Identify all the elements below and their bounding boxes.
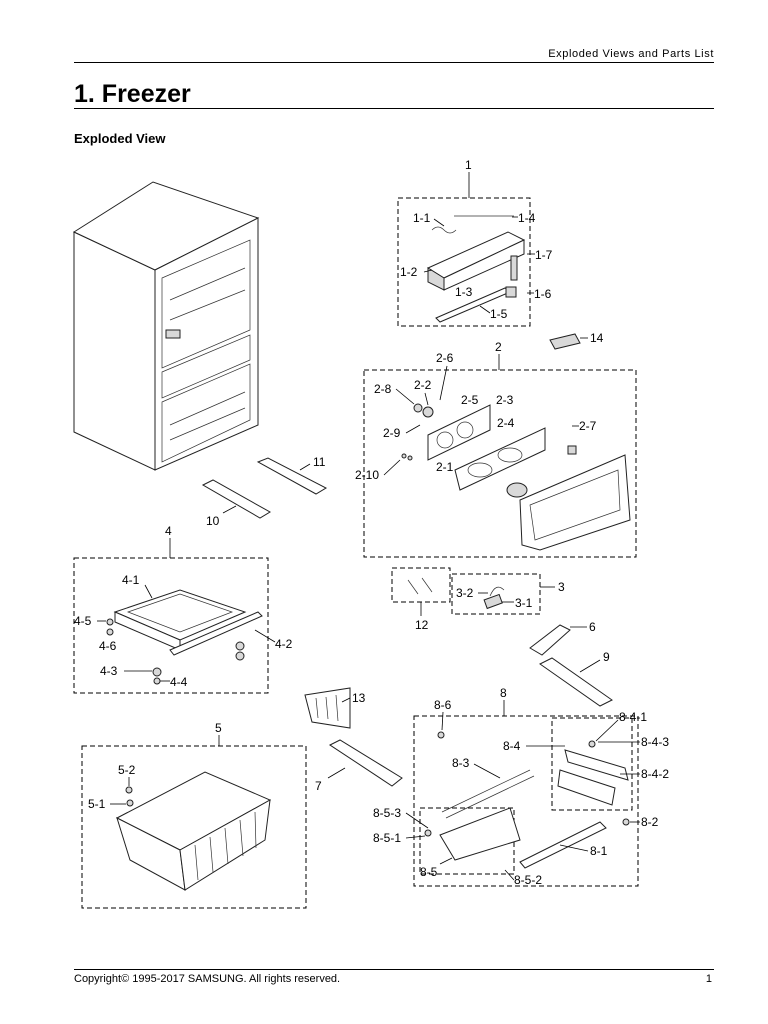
callout-2-7: 2-7 <box>579 419 597 433</box>
callout-2-2: 2-2 <box>414 378 432 392</box>
callout-3: 3 <box>558 580 565 594</box>
callout-2-3: 2-3 <box>496 393 514 407</box>
footer-rule <box>74 969 714 970</box>
callout-8-5-2: 8-5-2 <box>514 873 542 887</box>
callout-1: 1 <box>465 158 472 172</box>
callout-2-8: 2-8 <box>374 382 392 396</box>
page-number: 1 <box>705 973 712 985</box>
part-7-rail <box>329 739 403 787</box>
callout-5-1: 5-1 <box>88 797 106 811</box>
callout-8-1: 8-1 <box>590 844 608 858</box>
callout-4: 4 <box>165 524 172 538</box>
callout-3-1: 3-1 <box>515 596 533 610</box>
group-3-box <box>451 573 541 615</box>
callout-1-7: 1-7 <box>535 248 553 262</box>
callout-1-6: 1-6 <box>534 287 552 301</box>
callout-4-6: 4-6 <box>99 639 117 653</box>
callout-1-1: 1-1 <box>413 211 431 225</box>
part-6-bracket <box>529 624 571 656</box>
group-4-box <box>73 557 269 694</box>
section-title: Exploded View <box>74 131 166 146</box>
callout-8-5-1: 8-5-1 <box>373 831 401 845</box>
callout-4-5: 4-5 <box>74 614 92 628</box>
chapter-title: 1. Freezer <box>74 80 191 108</box>
callout-8-2: 8-2 <box>641 815 659 829</box>
drawer-rail-assembly <box>424 731 630 869</box>
freezer-basket <box>115 771 272 891</box>
callout-8-4-1: 8-4-1 <box>619 710 647 724</box>
callout-7: 7 <box>315 779 322 793</box>
callout-5-2: 5-2 <box>118 763 136 777</box>
callout-11: 11 <box>313 455 326 469</box>
callout-8-5-3: 8-5-3 <box>373 806 401 820</box>
copyright-notice: Copyright© 1995-2017 SAMSUNG. All rights… <box>74 973 341 985</box>
callout-8-4: 8-4 <box>503 739 521 753</box>
callout-8: 8 <box>500 686 507 700</box>
callout-4-2: 4-2 <box>275 637 293 651</box>
callout-1-5: 1-5 <box>490 307 508 321</box>
callout-1-4: 1-4 <box>518 211 536 225</box>
group-12-box <box>391 567 451 603</box>
part-3-1-component <box>483 593 503 610</box>
callout-8-4-3: 8-4-3 <box>641 735 669 749</box>
callout-1-3: 1-3 <box>455 285 473 299</box>
header-rule <box>74 62 714 63</box>
part-10-rail <box>201 479 271 519</box>
callout-2-6: 2-6 <box>436 351 454 365</box>
group-8-4-box <box>551 717 633 811</box>
callout-13: 13 <box>352 691 366 705</box>
callout-8-4-2: 8-4-2 <box>641 767 669 781</box>
fan-cover-assembly <box>401 403 631 551</box>
callout-10: 10 <box>206 514 220 528</box>
group-8-box <box>413 715 639 887</box>
callout-4-3: 4-3 <box>100 664 118 678</box>
part-14-strip <box>549 333 581 350</box>
callout-9: 9 <box>603 650 610 664</box>
callout-2-10: 2-10 <box>355 468 379 482</box>
callout-1-2: 1-2 <box>400 265 418 279</box>
chapter-rule <box>74 108 714 109</box>
callout-2: 2 <box>495 340 502 354</box>
part-11-rail <box>256 457 328 495</box>
callout-2-9: 2-9 <box>383 426 401 440</box>
part-9-rail <box>539 657 613 707</box>
callout-14: 14 <box>590 331 604 345</box>
callout-12: 12 <box>415 618 429 632</box>
callout-5: 5 <box>215 721 222 735</box>
callout-3-2: 3-2 <box>456 586 474 600</box>
callout-4-1: 4-1 <box>122 573 140 587</box>
cabinet-illustration <box>72 181 260 471</box>
group-5-box <box>81 745 307 909</box>
callout-2-1: 2-1 <box>436 460 454 474</box>
callout-4-4: 4-4 <box>170 675 188 689</box>
part-13-grille <box>304 687 351 729</box>
callout-2-4: 2-4 <box>497 416 515 430</box>
group-2-box <box>363 369 637 558</box>
callout-8-3: 8-3 <box>452 756 470 770</box>
running-header: Exploded Views and Parts List <box>548 48 714 60</box>
callout-8-5: 8-5 <box>420 865 438 879</box>
callout-6: 6 <box>589 620 596 634</box>
callout-2-5: 2-5 <box>461 393 479 407</box>
group-1-box <box>397 197 531 327</box>
callout-8-6: 8-6 <box>434 698 452 712</box>
drawer-frame-assembly <box>106 589 263 685</box>
evaporator-assembly <box>426 215 526 323</box>
